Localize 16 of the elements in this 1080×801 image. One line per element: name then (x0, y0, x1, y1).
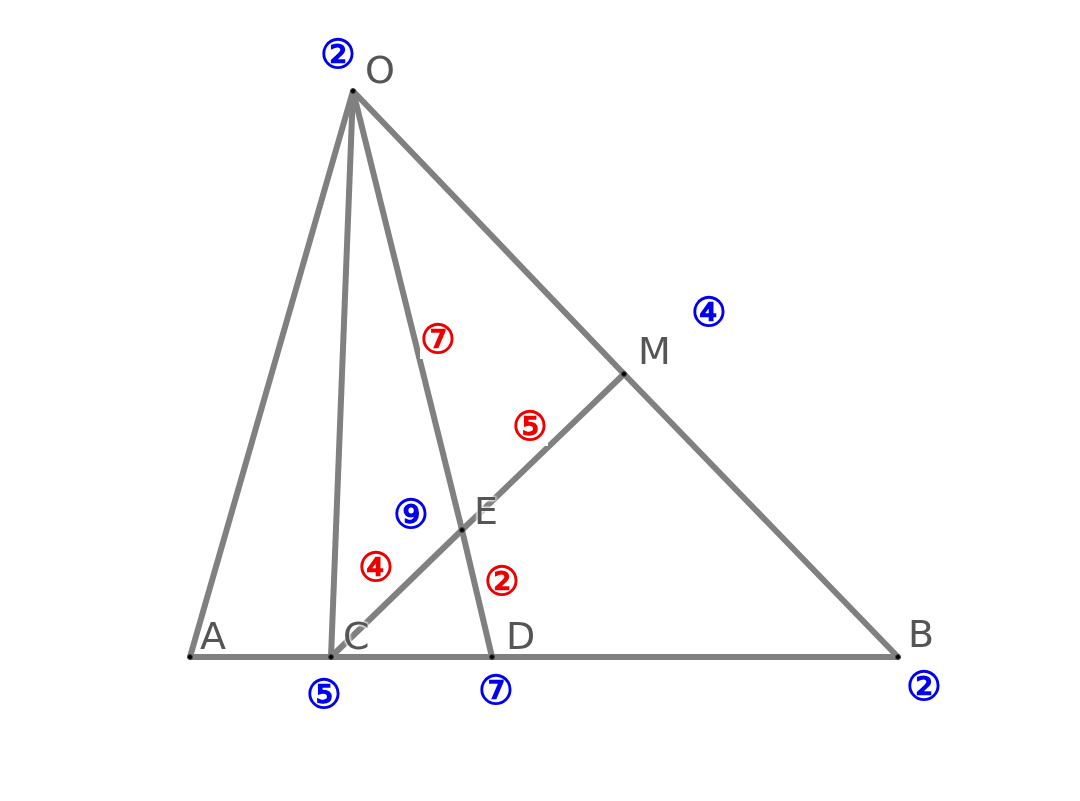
edge-label: ⑤ (512, 406, 548, 446)
point-label: O (365, 51, 395, 89)
circled-number: ④ (691, 292, 727, 332)
line-segment (190, 654, 331, 660)
circled-number: ⑤ (306, 674, 342, 714)
circled-number: ② (906, 666, 942, 706)
point-label: D (506, 617, 536, 655)
circled-number: ⑨ (393, 494, 429, 534)
edge-label: ⑦ (420, 319, 456, 359)
point-label: M (638, 332, 671, 370)
point-label: B (908, 615, 935, 653)
circled-number: ② (320, 34, 356, 74)
line-segment (331, 654, 492, 660)
line-segment (492, 654, 898, 660)
point-label: A (200, 617, 226, 655)
circled-number: ⑦ (478, 670, 514, 710)
